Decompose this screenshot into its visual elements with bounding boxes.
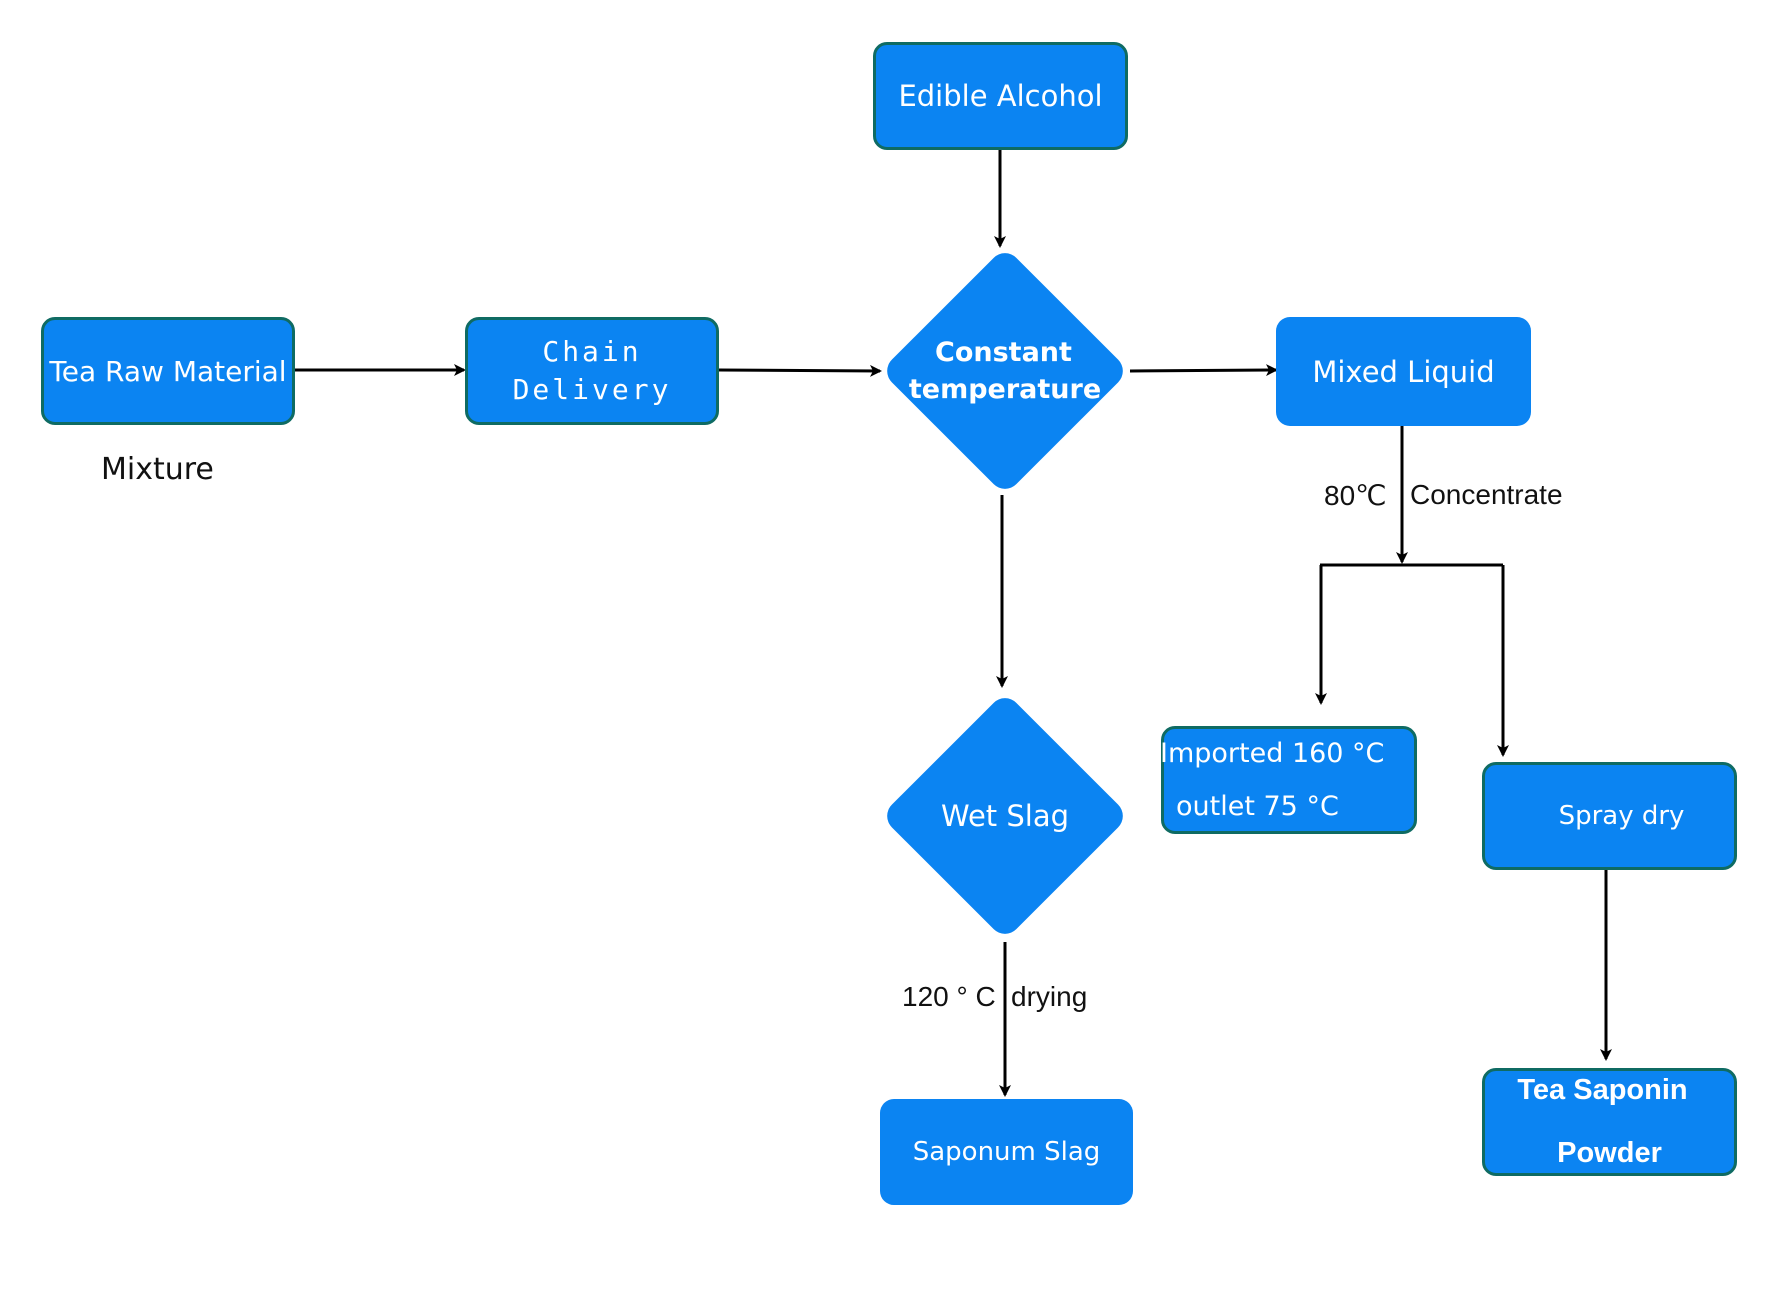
tea-raw-material-node: Tea Raw Material xyxy=(41,317,295,425)
imported-outlet-node: Imported 160 °C outlet 75 °C xyxy=(1160,726,1417,834)
tea-saponin-line1: Tea Saponin xyxy=(1517,1074,1688,1106)
chain-delivery-line1: Chain xyxy=(542,335,642,368)
tea-saponin-line2: Powder xyxy=(1557,1137,1662,1169)
drying-temp-label: 120 ° C xyxy=(902,981,996,1012)
mixture-label: Mixture xyxy=(101,452,214,487)
edible-alcohol-label: Edible Alcohol xyxy=(898,79,1103,113)
drying-label: drying xyxy=(1011,981,1088,1012)
saponum-slag-label: Saponum Slag xyxy=(912,1137,1101,1167)
chain-delivery-line2: Delivery xyxy=(512,373,672,406)
mixed-liquid-label: Mixed Liquid xyxy=(1312,354,1495,389)
constant-temperature-line1: Constant xyxy=(935,337,1072,368)
outlet-label: outlet 75 °C xyxy=(1176,791,1339,822)
concentrate-label: Concentrate xyxy=(1410,479,1563,510)
mixed-liquid-node: Mixed Liquid xyxy=(1276,317,1531,426)
wet-slag-label: Wet Slag xyxy=(940,799,1070,833)
tea-saponin-powder-node: Tea Saponin Powder xyxy=(1482,1068,1737,1176)
imported-label: Imported 160 °C xyxy=(1160,738,1385,769)
chain-delivery-node: Chain Delivery xyxy=(465,317,719,425)
arrow-constant-to-mixed xyxy=(1129,364,1278,377)
spray-dry-label: Spray dry xyxy=(1558,801,1685,831)
tea-raw-material-label: Tea Raw Material xyxy=(49,354,287,388)
wet-slag-node: Wet Slag xyxy=(880,691,1130,941)
constant-temperature-node: Constant temperature xyxy=(880,246,1130,496)
spray-dry-node: Spray dry xyxy=(1482,762,1737,870)
constant-temperature-line2: temperature xyxy=(908,374,1102,405)
arrow-chain-to-constant xyxy=(718,364,882,377)
saponum-slag-node: Saponum Slag xyxy=(880,1099,1133,1205)
edible-alcohol-node: Edible Alcohol xyxy=(873,42,1128,150)
concentrate-temp-label: 80℃ xyxy=(1324,480,1387,511)
